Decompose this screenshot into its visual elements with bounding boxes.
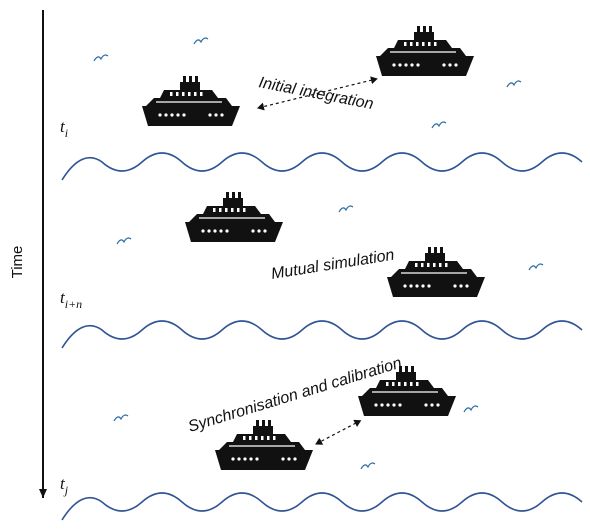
wave-line-1	[61, 152, 583, 181]
cruise-ship-icon	[386, 246, 486, 298]
svg-text:ti+n: ti+n	[60, 288, 82, 311]
time-marker-sub: i+n	[65, 297, 82, 311]
seagull-icon	[113, 414, 129, 422]
time-marker-base: t	[60, 288, 66, 307]
time-marker-ti: ti	[60, 117, 68, 140]
time-marker-tj: tj	[60, 474, 69, 497]
phase-label-initial-integration: Initial integration	[257, 74, 375, 113]
wave-line-3	[61, 492, 583, 521]
double-arrow-icon	[315, 419, 362, 445]
cruise-ship-icon	[214, 419, 314, 471]
seagull-icon	[463, 405, 479, 413]
cruise-ship-icon	[375, 25, 475, 77]
seagull-icon	[93, 54, 109, 62]
time-marker-sub: j	[63, 483, 69, 497]
time-marker-base: t	[60, 117, 66, 136]
seagull-icon	[116, 237, 132, 245]
time-axis: Time	[9, 10, 47, 498]
seagull-icon	[431, 121, 447, 129]
time-marker-sub: i	[65, 126, 68, 140]
seagull-icon	[193, 37, 209, 45]
seagull-icon	[528, 263, 544, 271]
time-marker-base: t	[60, 474, 66, 493]
seagull-icon	[506, 80, 522, 88]
time-marker-tin: ti+n	[60, 288, 82, 311]
wave-line-2	[61, 320, 583, 349]
seagull-icon	[360, 462, 376, 470]
cruise-ship-icon	[184, 191, 284, 243]
svg-text:tj: tj	[60, 474, 69, 497]
double-arrow-icon	[257, 76, 378, 111]
cruise-ship-icon	[141, 75, 241, 127]
phase-label-mutual-simulation: Mutual simulation	[270, 247, 396, 283]
time-axis-label: Time	[9, 246, 26, 279]
svg-text:ti: ti	[60, 117, 68, 140]
seagull-icon	[338, 205, 354, 213]
